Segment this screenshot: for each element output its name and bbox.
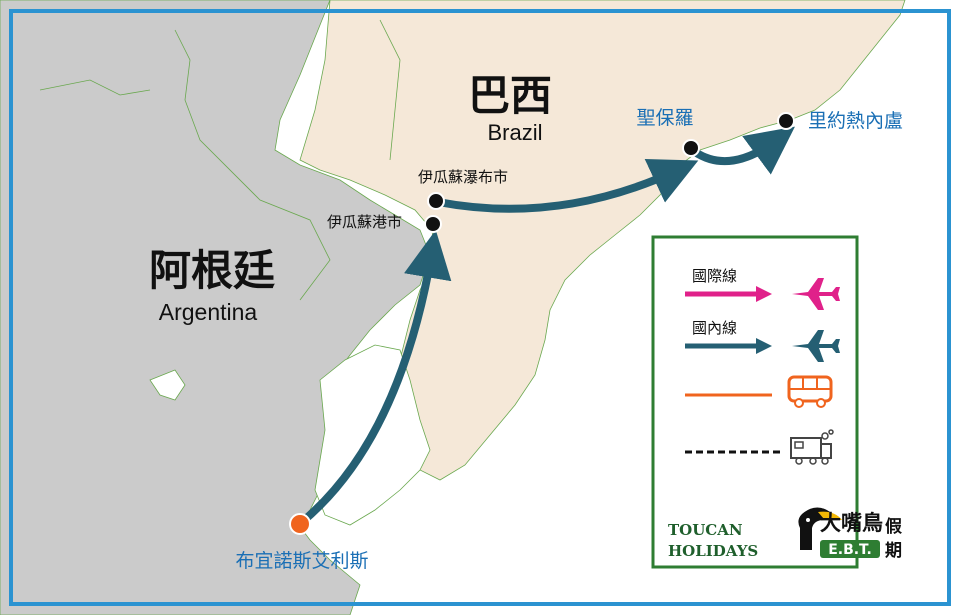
train-icon bbox=[790, 429, 834, 465]
border-line bbox=[379, 19, 401, 161]
route-iguazu-sao-paulo bbox=[437, 159, 699, 213]
city-marker-buenos-aires bbox=[289, 513, 311, 535]
map-frame bbox=[9, 9, 951, 606]
toucan-icon bbox=[798, 507, 842, 550]
logo-text-holidays: HOLIDAYS bbox=[668, 542, 758, 560]
city-marker-puerto-iguazu bbox=[424, 215, 442, 233]
airplane-icon bbox=[792, 278, 840, 310]
city-label-rio: 里約熱內盧 bbox=[808, 110, 903, 132]
lake-shape bbox=[149, 369, 186, 401]
route-buenos-aires-iguazu bbox=[299, 229, 452, 526]
border-line bbox=[39, 79, 151, 96]
logo-text-zh-main: 大嘴鳥 bbox=[820, 511, 883, 535]
logo-text-zh-side-1: 假 bbox=[885, 516, 902, 537]
logo-text-toucan: TOUCAN bbox=[668, 521, 743, 539]
country-label-brazil-zh: 巴西 bbox=[468, 71, 552, 120]
city-marker-rio bbox=[777, 112, 795, 130]
border-line bbox=[174, 29, 331, 301]
logo-text-zh-side-2: 期 bbox=[885, 541, 902, 561]
legend: 國際線 國內線 bbox=[651, 235, 902, 569]
city-label-foz-do-iguacu: 伊瓜蘇瀑布市 bbox=[418, 168, 508, 186]
airplane-icon bbox=[792, 330, 840, 362]
city-label-sao-paulo: 聖保羅 bbox=[636, 107, 693, 129]
legend-arrowhead-domestic bbox=[756, 338, 772, 354]
city-marker-sao-paulo bbox=[682, 139, 700, 157]
brazil-land bbox=[299, 0, 906, 481]
legend-arrowhead-international bbox=[756, 286, 772, 302]
legend-label-domestic: 國內線 bbox=[692, 319, 737, 337]
logo-badge: E.B.T. bbox=[828, 542, 872, 558]
logo-badge-bg bbox=[820, 540, 880, 558]
city-marker-foz-do-iguacu bbox=[427, 192, 445, 210]
city-label-puerto-iguazu: 伊瓜蘇港市 bbox=[327, 213, 402, 231]
toucan-holidays-logo: TOUCAN HOLIDAYS 大嘴鳥 假 E.B.T. 期 bbox=[668, 507, 902, 561]
country-label-argentina-en: Argentina bbox=[159, 299, 258, 325]
country-label-brazil-en: Brazil bbox=[487, 120, 542, 145]
legend-label-international: 國際線 bbox=[692, 267, 737, 285]
city-label-buenos-aires: 布宜諾斯艾利斯 bbox=[235, 550, 368, 572]
route-sao-paulo-rio bbox=[692, 126, 795, 175]
country-label-argentina-zh: 阿根廷 bbox=[149, 246, 275, 295]
bus-icon bbox=[787, 375, 833, 408]
